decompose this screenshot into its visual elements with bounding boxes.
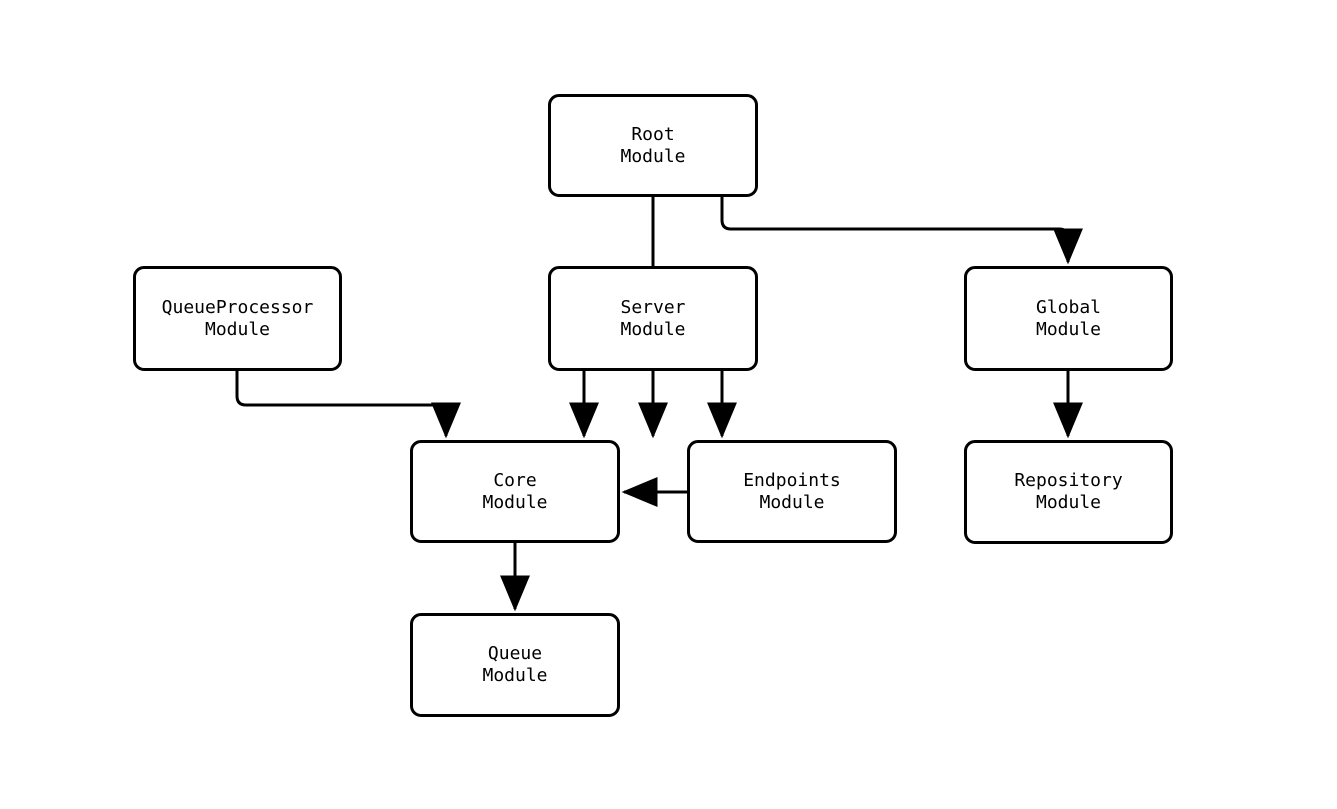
node-server-module[interactable]: Server Module (548, 266, 758, 371)
node-endpoints-module-line2: Module (759, 491, 825, 513)
node-queue-module-line1: Queue (487, 643, 543, 664)
node-queueprocessor-module[interactable]: QueueProcessor Module (133, 266, 342, 371)
node-core-module-line1: Core (493, 469, 537, 491)
node-server-module-line2: Module (620, 318, 686, 340)
node-repository-module[interactable]: Repository Module (964, 440, 1173, 544)
node-queue-module[interactable]: Queue Module (410, 613, 620, 717)
node-endpoints-module[interactable]: Endpoints Module (687, 440, 897, 543)
node-global-module[interactable]: Global Module (964, 266, 1173, 371)
node-endpoints-module-line1: Endpoints (743, 469, 841, 491)
edge-queueprocessor-to-core (235, 371, 461, 439)
node-queueprocessor-module-line2: Module (204, 318, 271, 340)
node-queueprocessor-module-line1: QueueProcessor (161, 296, 314, 318)
node-core-module[interactable]: Core Module (410, 440, 620, 543)
node-root-module-line2: Module (620, 145, 686, 167)
node-server-module-line1: Server (620, 296, 686, 318)
node-global-module-line1: Global (1035, 296, 1102, 318)
node-global-module-line2: Module (1035, 318, 1102, 340)
edge-root-to-global (720, 197, 1083, 265)
node-repository-module-line2: Module (1035, 492, 1102, 513)
node-repository-module-line1: Repository (1014, 470, 1123, 491)
node-root-module[interactable]: Root Module (548, 94, 758, 197)
node-core-module-line2: Module (482, 491, 548, 513)
node-queue-module-line2: Module (482, 665, 548, 686)
node-root-module-line1: Root (631, 123, 675, 145)
